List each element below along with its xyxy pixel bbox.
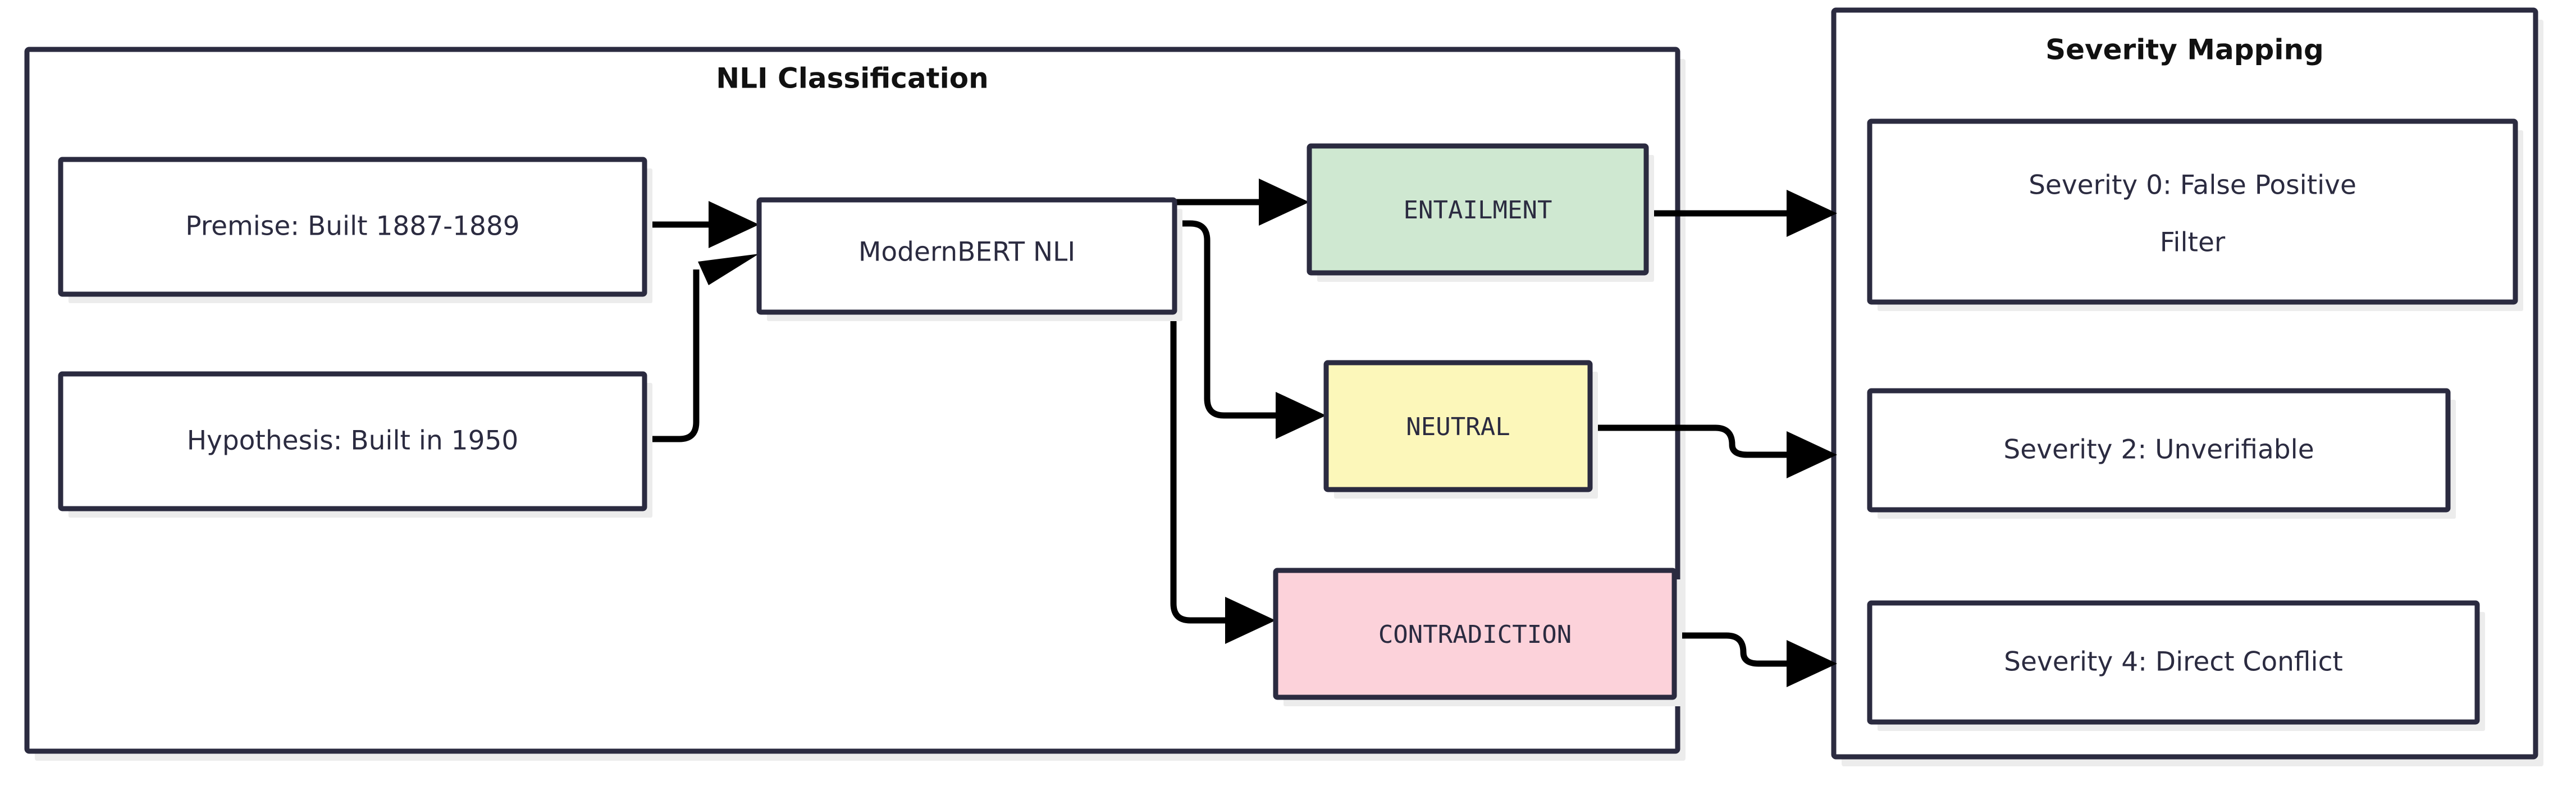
node-neutral[interactable]: NEUTRAL <box>1323 360 1598 499</box>
edge-hypothesis-to-model <box>648 254 759 442</box>
node-modernbert-label: ModernBERT NLI <box>858 237 1075 268</box>
node-severity-2[interactable]: Severity 2: Unverifiable <box>1867 388 2456 519</box>
node-premise[interactable]: Premise: Built 1887-1889 <box>58 157 652 303</box>
node-contradiction-box[interactable] <box>1273 568 1677 700</box>
cluster-severity-title: Severity Mapping <box>2045 34 2324 66</box>
node-hypothesis[interactable]: Hypothesis: Built in 1950 <box>58 371 652 518</box>
arrowhead-icon <box>1276 392 1326 439</box>
arrowhead-icon <box>1787 640 1837 687</box>
cluster-nli-title: NLI Classification <box>716 62 988 95</box>
arrowhead-icon <box>1225 597 1276 644</box>
node-severity2-box[interactable] <box>1867 388 2451 513</box>
node-neutral-box[interactable] <box>1323 360 1593 492</box>
edge-contradiction-to-severity4 <box>1645 632 1837 687</box>
node-severity0-box[interactable] <box>1867 118 2518 305</box>
node-neutral-label: NEUTRAL <box>1406 413 1510 441</box>
node-severity0-label-line2: Filter <box>2160 227 2226 258</box>
node-contradiction-label: CONTRADICTION <box>1378 620 1572 649</box>
node-severity-0[interactable]: Severity 0: False Positive Filter <box>1867 118 2523 311</box>
arrowhead-icon <box>709 201 759 248</box>
node-entailment-box[interactable] <box>1307 143 1649 276</box>
node-severity2-label: Severity 2: Unverifiable <box>2003 435 2314 465</box>
node-severity0-label-line1: Severity 0: False Positive <box>2029 170 2356 201</box>
arrowhead-icon <box>1787 431 1837 478</box>
node-hypothesis-box[interactable] <box>58 371 647 511</box>
node-hypothesis-label: Hypothesis: Built in 1950 <box>187 426 519 456</box>
node-modernbert-box[interactable] <box>756 197 1177 315</box>
node-modernbert-nli[interactable]: ModernBERT NLI <box>756 197 1182 321</box>
node-premise-label: Premise: Built 1887-1889 <box>185 211 519 242</box>
node-premise-box[interactable] <box>58 157 647 297</box>
arrowhead-icon <box>1787 190 1837 237</box>
node-severity4-box[interactable] <box>1867 600 2480 725</box>
node-entailment[interactable]: ENTAILMENT <box>1307 143 1654 282</box>
node-contradiction[interactable]: CONTRADICTION <box>1273 568 1682 706</box>
node-severity-4[interactable]: Severity 4: Direct Conflict <box>1867 600 2485 731</box>
edge-model-to-neutral <box>1129 220 1326 439</box>
edge-layer <box>648 179 1837 687</box>
arrowhead-icon <box>698 254 759 285</box>
edge-premise-to-model <box>648 201 759 248</box>
node-severity4-label: Severity 4: Direct Conflict <box>2004 647 2343 678</box>
node-entailment-label: ENTAILMENT <box>1404 196 1552 225</box>
arrowhead-icon <box>1259 179 1309 226</box>
edge-neutral-to-severity2 <box>1583 424 1837 478</box>
